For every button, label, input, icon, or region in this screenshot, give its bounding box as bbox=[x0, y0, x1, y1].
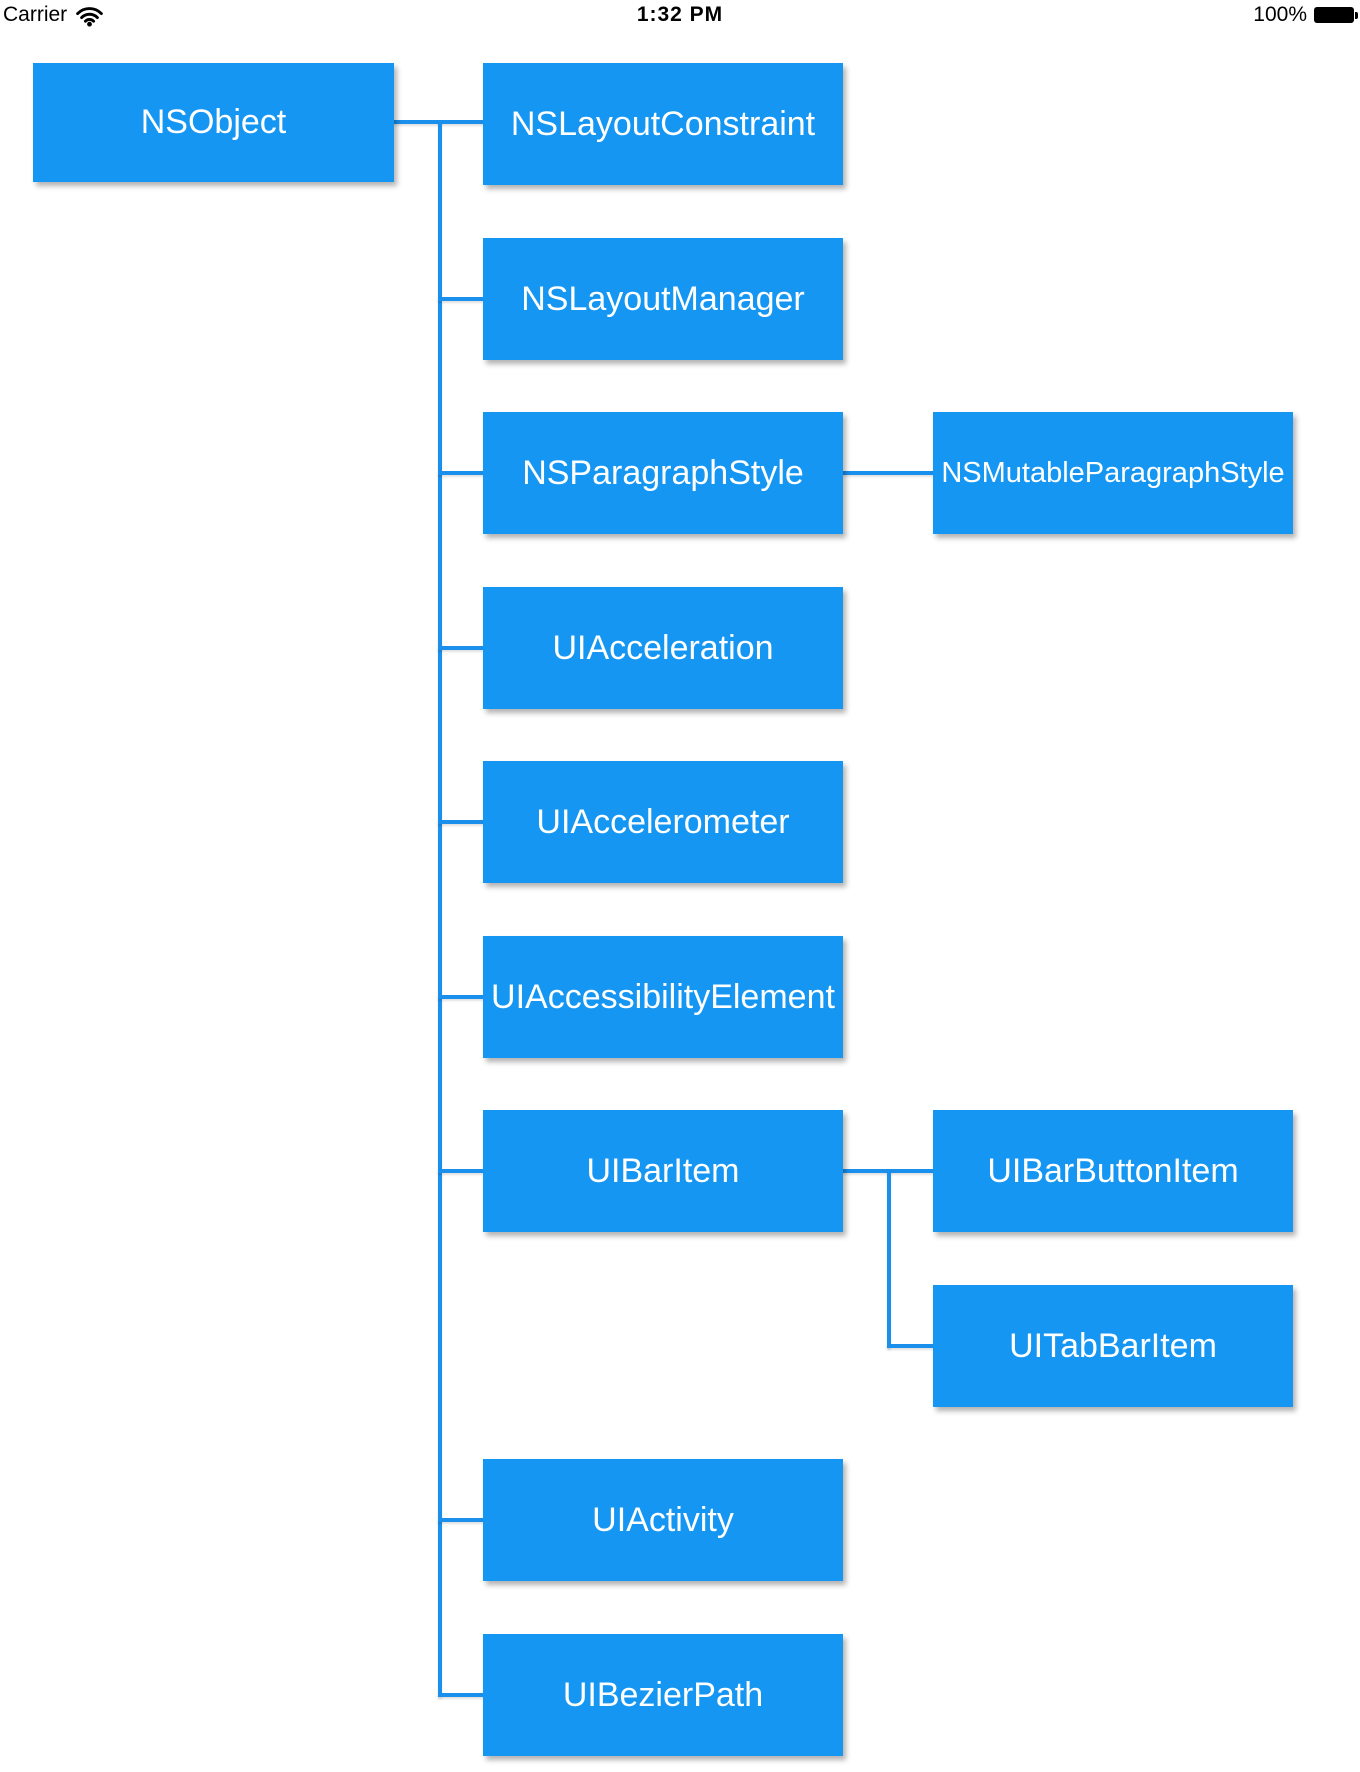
connector-main-trunk bbox=[438, 120, 442, 1697]
carrier-label: Carrier bbox=[3, 3, 68, 26]
node-label: UIAccelerometer bbox=[536, 802, 790, 841]
node-nsparagraphstyle[interactable]: NSParagraphStyle bbox=[483, 412, 843, 534]
node-label: UIAcceleration bbox=[552, 628, 774, 667]
connector-stub-uiaccessibilityelement bbox=[438, 995, 484, 999]
clock-label: 1:32 PM bbox=[636, 3, 724, 26]
connector-stub-nsparagraphstyle bbox=[438, 471, 484, 475]
node-uibarbuttonitem[interactable]: UIBarButtonItem bbox=[933, 1110, 1293, 1232]
node-uibezierpath[interactable]: UIBezierPath bbox=[483, 1634, 843, 1756]
node-nslayoutconstraint[interactable]: NSLayoutConstraint bbox=[483, 63, 843, 185]
node-nsmutableparagraphstyle[interactable]: NSMutableParagraphStyle bbox=[933, 412, 1293, 534]
node-nslayoutmanager[interactable]: NSLayoutManager bbox=[483, 238, 843, 360]
node-nsobject[interactable]: NSObject bbox=[33, 63, 394, 182]
connector-stub-uiactivity bbox=[438, 1518, 484, 1522]
battery-full-icon bbox=[1314, 7, 1358, 23]
node-label: UIAccessibilityElement bbox=[491, 977, 835, 1016]
node-label: UIBarItem bbox=[586, 1151, 740, 1190]
node-label: UIActivity bbox=[592, 1500, 734, 1539]
node-label: NSObject bbox=[140, 103, 287, 141]
connector-stub-uibezierpath bbox=[438, 1693, 484, 1697]
node-label: NSLayoutManager bbox=[521, 279, 805, 318]
battery-percent-label: 100% bbox=[1253, 3, 1307, 26]
status-bar-right: 100% bbox=[1253, 0, 1358, 30]
connector-stub-uitabbaritem bbox=[887, 1344, 934, 1348]
node-uiacceleration[interactable]: UIAcceleration bbox=[483, 587, 843, 709]
connector-uibaritem-trunk bbox=[887, 1169, 891, 1348]
node-uiactivity[interactable]: UIActivity bbox=[483, 1459, 843, 1581]
node-label: NSLayoutConstraint bbox=[510, 104, 816, 143]
node-uiaccelerometer[interactable]: UIAccelerometer bbox=[483, 761, 843, 883]
status-bar-left: Carrier bbox=[3, 0, 104, 30]
connector-stub-uiacceleration bbox=[438, 646, 484, 650]
wifi-icon bbox=[76, 7, 104, 27]
node-uibaritem[interactable]: UIBarItem bbox=[483, 1110, 843, 1232]
node-label: UITabBarItem bbox=[1009, 1326, 1217, 1365]
connector-stub-nslayoutmanager bbox=[438, 297, 484, 301]
connector-nsparagraphstyle-child bbox=[843, 471, 934, 475]
node-label: NSParagraphStyle bbox=[522, 453, 804, 492]
node-label: UIBarButtonItem bbox=[987, 1151, 1239, 1190]
status-bar: Carrier 1:32 PM 100% bbox=[0, 0, 1360, 34]
node-label: NSMutableParagraphStyle bbox=[941, 456, 1285, 489]
node-label: UIBezierPath bbox=[562, 1675, 764, 1714]
node-uitabbaritem[interactable]: UITabBarItem bbox=[933, 1285, 1293, 1407]
connector-stub-uibaritem bbox=[438, 1169, 484, 1173]
connector-stub-uiaccelerometer bbox=[438, 820, 484, 824]
node-uiaccessibilityelement[interactable]: UIAccessibilityElement bbox=[483, 936, 843, 1058]
